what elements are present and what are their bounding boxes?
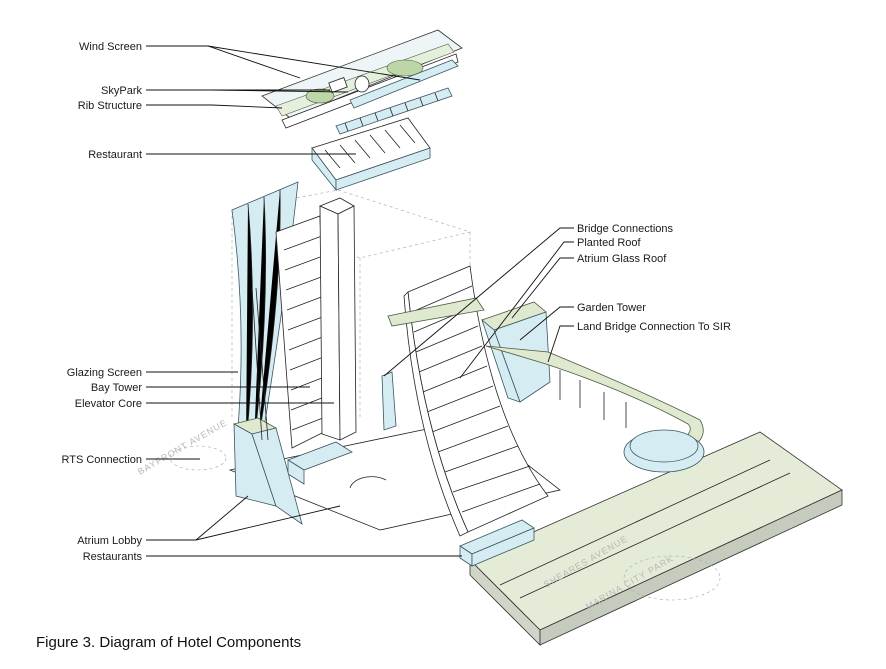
label-planted-roof: Planted Roof <box>577 237 642 249</box>
label-rib-structure: Rib Structure <box>78 100 142 112</box>
label-rts-connection: RTS Connection <box>61 454 142 466</box>
label-bridge-connections: Bridge Connections <box>577 223 674 235</box>
labels: Wind Screen SkyPark Rib Structure Restau… <box>61 41 730 563</box>
label-restaurant: Restaurant <box>88 149 142 161</box>
label-garden-tower: Garden Tower <box>577 302 646 314</box>
atrium-lobby-element <box>232 287 303 525</box>
label-elevator-core: Elevator Core <box>75 398 142 410</box>
figure-caption: Figure 3. Diagram of Hotel Components <box>36 634 302 651</box>
label-wind-screen: Wind Screen <box>79 41 142 53</box>
rts-block <box>287 441 353 485</box>
wind-screen-rib <box>349 59 459 109</box>
restaurant-element <box>311 117 431 192</box>
label-restaurants: Restaurants <box>83 551 143 563</box>
atrium-glass-lower <box>381 371 397 431</box>
label-glazing-screen: Glazing Screen <box>67 367 142 379</box>
skypark-element <box>261 29 463 129</box>
restaurants-block <box>459 519 535 567</box>
label-atrium-lobby: Atrium Lobby <box>77 535 142 547</box>
label-atrium-glass-roof: Atrium Glass Roof <box>577 253 667 265</box>
leader-lines <box>146 45 574 557</box>
elevator-core-element <box>318 197 357 441</box>
rib-structure-element <box>335 87 453 135</box>
land-bridge-element <box>485 345 705 473</box>
bridge-element <box>387 297 485 327</box>
label-skypark: SkyPark <box>101 85 142 97</box>
label-land-bridge: Land Bridge Connection To SIR <box>577 321 731 333</box>
label-bay-tower: Bay Tower <box>91 382 142 394</box>
